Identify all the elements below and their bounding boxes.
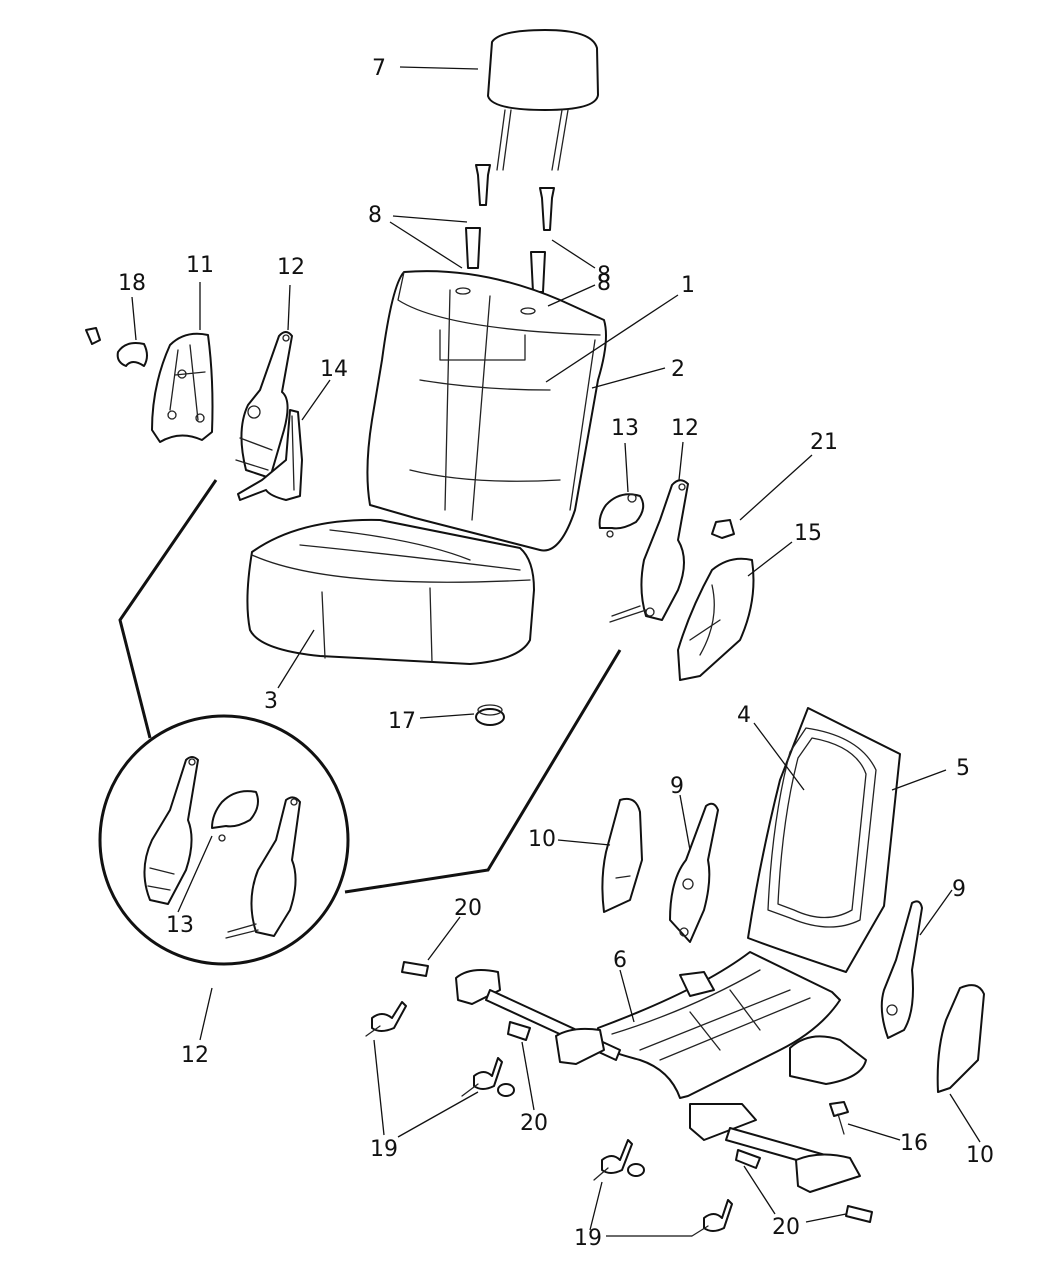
callout-15: 15	[794, 521, 822, 546]
callout-9: 9	[952, 877, 966, 902]
hinge-cover-left	[601, 797, 643, 913]
bracket-left	[237, 409, 303, 501]
callout-20: 20	[772, 1215, 800, 1240]
callout-7: 7	[372, 56, 386, 81]
callout-19: 19	[370, 1137, 398, 1162]
callout-5: 5	[956, 756, 970, 781]
callout-10: 10	[966, 1143, 994, 1168]
seat-cushion	[246, 518, 535, 665]
callout-2: 2	[671, 357, 685, 382]
callout-labels: 7 8 8 8 1 2 18 11 12 14 13 12 21 15 3 17…	[118, 56, 994, 1251]
callout-12: 12	[277, 255, 305, 280]
callout-14: 14	[320, 357, 348, 382]
bolt-16	[829, 1101, 849, 1135]
callout-13: 13	[611, 416, 639, 441]
headrest	[487, 29, 599, 171]
seat-back-frame	[747, 707, 901, 973]
recliner-right	[609, 479, 689, 623]
callout-3: 3	[264, 689, 278, 714]
recliner-mechanism-right	[598, 493, 645, 538]
callout-21: 21	[810, 430, 838, 455]
headrest-guide-sleeves	[465, 164, 555, 293]
recliner-left	[235, 331, 293, 479]
pivot-bracket-right	[880, 900, 923, 1039]
callout-20: 20	[520, 1111, 548, 1136]
clip	[711, 519, 735, 539]
callout-18: 18	[118, 271, 146, 296]
callout-4: 4	[737, 703, 751, 728]
callout-16: 16	[900, 1131, 928, 1156]
detail-inset	[98, 479, 622, 966]
pins-20	[401, 961, 873, 1223]
callout-20: 20	[454, 896, 482, 921]
callout-10: 10	[528, 827, 556, 852]
hinge-cover-right	[936, 984, 985, 1093]
callout-8: 8	[368, 203, 382, 228]
callout-6: 6	[613, 948, 627, 973]
callout-17: 17	[388, 709, 416, 734]
leader-lines	[131, 66, 981, 1237]
callout-9: 9	[670, 774, 684, 799]
callout-12: 12	[181, 1043, 209, 1068]
callout-8: 8	[597, 263, 611, 288]
pivot-bracket-left	[669, 802, 719, 943]
callout-19: 19	[574, 1226, 602, 1251]
callout-13: 13	[166, 913, 194, 938]
callout-1: 1	[681, 273, 695, 298]
callout-11: 11	[186, 253, 214, 278]
side-shield-right	[677, 557, 755, 681]
callout-8: 8	[597, 271, 611, 296]
springs-19	[365, 1001, 733, 1237]
grommet	[475, 704, 505, 726]
callout-12: 12	[671, 416, 699, 441]
seat-back	[366, 270, 607, 552]
screw-and-cap	[85, 327, 148, 367]
seat-frame	[455, 951, 867, 1193]
side-shield-left	[151, 332, 214, 443]
